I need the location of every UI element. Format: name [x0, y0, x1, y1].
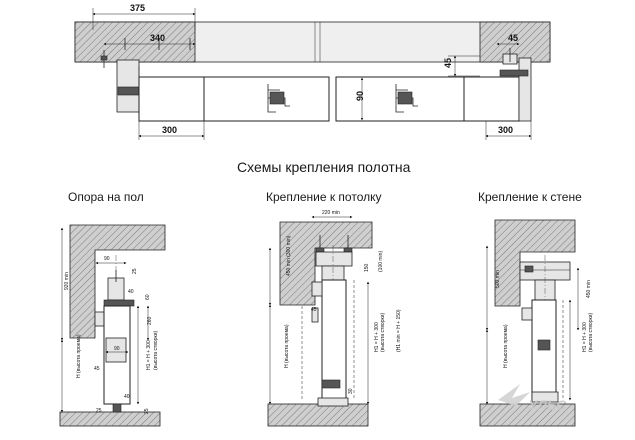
wall-h1-label: (высота створки) — [588, 313, 594, 352]
ceiling-h1-min: (H1 min = H + 150) — [396, 309, 402, 352]
panel-2 — [203, 76, 330, 122]
floor-caption: Опора на пол — [68, 190, 144, 204]
dim-300-left: 300 — [162, 125, 177, 135]
wall-mount-scheme: Крепление к стене 500 min H (высота прое… — [478, 190, 594, 427]
hinge-2 — [395, 84, 418, 113]
ceiling-dim-30: 30 — [348, 388, 354, 394]
floor-dim-25b: 25 — [96, 408, 102, 414]
schemes-heading: Схемы крепления полотна — [237, 159, 411, 175]
dim-45-top: 45 — [508, 33, 518, 43]
dim-300-right: 300 — [498, 125, 513, 135]
wall-h-opening: H (высота проема) — [503, 324, 509, 368]
floor-dim-260: 260 — [147, 316, 153, 325]
wall-hatch-right — [479, 21, 551, 63]
wall-h1-formula: H1 = H + 300 — [582, 322, 588, 352]
floor-dim-25a: 25 — [132, 268, 138, 274]
floor-dim-25c: 25 — [144, 408, 150, 414]
right-end-post — [499, 48, 532, 122]
floor-dim-40a: 40 — [128, 289, 134, 295]
floor-dim-90b: 90 — [114, 346, 120, 352]
ceiling-dim-450: 450 min (300 min) — [286, 235, 292, 276]
hinge-1 — [267, 84, 290, 113]
ceiling-h1-label: (высота створки) — [380, 313, 386, 352]
floor-dim-40b: 40 — [124, 394, 130, 400]
wall-dim-500: 500 min — [495, 270, 501, 288]
floor-h1-label: (высота створки) — [153, 331, 159, 370]
ceiling-dim-45: 45 — [311, 307, 317, 313]
ceiling-dim-150: 150 — [364, 263, 370, 272]
ceiling-dim-220: 220 min — [322, 210, 340, 216]
ceiling-h1-formula: H1 = H + 300 — [374, 322, 380, 352]
logo-wing-icon — [498, 384, 530, 406]
ceiling-mount-scheme: Крепление к потолку 220 min 450 min (300… — [266, 190, 402, 427]
ceiling-dim-100: (100 min) — [378, 251, 384, 272]
floor-h-opening: H (высота проема) — [76, 334, 82, 378]
wall-hatch-left — [74, 21, 196, 63]
panel-4 — [463, 76, 520, 122]
wall-caption: Крепление к стене — [478, 190, 582, 204]
plan-view: 375 340 45 45 — [74, 3, 551, 140]
floor-support-scheme: Опора на пол 920 min H (высота проема) 9… — [59, 190, 166, 427]
ceiling-h-opening: H (высота проема) — [284, 324, 290, 368]
floor-h1-formula: H1 = H + 300 — [146, 340, 152, 370]
dim-375: 375 — [130, 3, 145, 13]
floor-h-min: 920 min — [64, 272, 70, 290]
dim-45-vert: 45 — [443, 58, 453, 68]
logo-text: УЛЬС — [528, 397, 567, 413]
wall-dim-450: 450 min — [586, 280, 592, 298]
floor-dim-60: 60 — [145, 294, 151, 300]
ceiling-caption: Крепление к потолку — [266, 190, 382, 204]
sliding-panels — [138, 76, 520, 122]
dim-90: 90 — [355, 91, 365, 101]
floor-dim-90a: 90 — [104, 256, 110, 262]
panel-1 — [138, 76, 205, 122]
floor-dim-45: 45 — [94, 366, 100, 372]
watermark-logo: УЛЬС — [498, 384, 567, 413]
dim-340: 340 — [150, 33, 165, 43]
